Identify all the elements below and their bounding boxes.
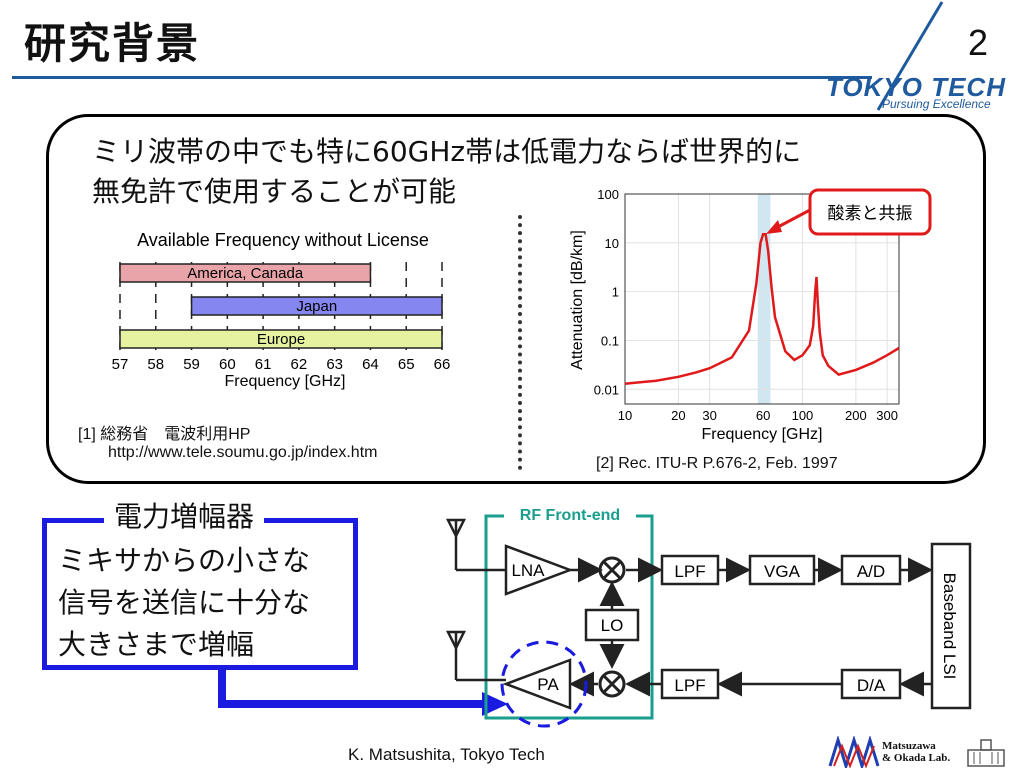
band-bar-1 [190, 296, 443, 316]
background-box [46, 114, 986, 484]
vga-label: VGA [764, 562, 801, 581]
x-axis-label: Frequency [GHz] [225, 373, 346, 390]
y-axis-label: Attenuation [dB/km] [569, 230, 586, 370]
tx-mixer-icon [598, 670, 626, 698]
oxygen-band-highlight [757, 194, 771, 404]
tx-antenna-icon [445, 630, 506, 682]
band-label-1: Japan [296, 298, 337, 315]
pointer-arrow [218, 668, 508, 716]
reference-1-url[interactable]: http://www.tele.soumu.go.jp/index.htm [108, 444, 378, 461]
rx-lpf-block [660, 554, 720, 586]
dotted-separator [518, 215, 522, 470]
frequency-allocation-chart: Available Frequency without License Amer… [112, 230, 451, 390]
power-amplifier-title: 電力増幅器 [104, 495, 265, 535]
x-tick-1: 58 [147, 356, 164, 373]
y-tick-3: 0.1 [601, 333, 619, 348]
attenuation-series-line [624, 232, 900, 385]
band-label-2: Europe [257, 331, 305, 348]
reference-2: [2] Rec. ITU-R P.676-2, Feb. 1997 [596, 455, 838, 472]
plot-frame [624, 193, 900, 405]
y-tick-0: 100 [597, 187, 619, 202]
rx-antenna-icon [445, 518, 506, 572]
tx-lpf-label: LPF [674, 676, 705, 695]
adc-label: A/D [857, 562, 885, 581]
lab-logo-icon [828, 736, 880, 768]
lna-label: LNA [511, 561, 545, 580]
amp-desc-line-3: 大きさまで増幅 [58, 628, 255, 661]
x-tick-8: 65 [398, 356, 415, 373]
page-number: 2 [968, 22, 989, 63]
attenuation-chart: 100 10 1 0.1 0.01 10 20 30 60 100 200 300 Attenuat… [569, 187, 932, 443]
intro-line-1: ミリ波帯の中でも特に60GHz帯は低電力ならば世界的に [92, 135, 802, 168]
x-tick-6: 300 [876, 408, 898, 423]
x-tick-2: 30 [702, 408, 716, 423]
pa-label: PA [537, 675, 559, 694]
intro-line-2: 無免許で使用することが可能 [92, 175, 457, 208]
logo-subtitle: Pursuing Excellence [882, 97, 991, 111]
dac-block [840, 668, 902, 700]
reference-1: [1] 総務省 電波利用HP [78, 426, 251, 443]
dac-label: D/A [857, 676, 886, 695]
pa-highlight-circle [500, 640, 588, 728]
x-tick-3: 60 [756, 408, 770, 423]
lo-label: LO [601, 616, 624, 635]
band-label-0: America, Canada [187, 265, 304, 282]
rx-mixer-icon [598, 556, 626, 584]
baseband-lsi-block [930, 542, 972, 710]
x-tick-6: 63 [326, 356, 343, 373]
logo-slash-icon [876, 1, 944, 111]
logo-text: TOKYO TECH [826, 72, 1006, 102]
lab-name-line-2: & Okada Lab. [882, 752, 951, 764]
x-axis-label: Frequency [GHz] [702, 426, 823, 443]
title-underline [12, 76, 872, 79]
x-tick-0: 57 [112, 356, 129, 373]
amp-desc-line-1: ミキサからの小さな [58, 544, 311, 577]
y-tick-4: 0.01 [594, 382, 619, 397]
annotation-label: 酸素と共振 [828, 204, 913, 224]
x-tick-7: 64 [362, 356, 379, 373]
x-tick-5: 62 [291, 356, 308, 373]
lna-amplifier [504, 544, 574, 596]
y-tick-1: 10 [605, 236, 619, 251]
baseband-lsi-label: Baseband LSI [940, 573, 959, 680]
power-amplifier-description: ミキサからの小さな 信号を送信に十分な 大きさまで増幅 [58, 540, 310, 666]
transceiver-block-diagram: RF Front-end LNA LO PA LPF VGA A/D Baseb… [445, 504, 972, 728]
x-tick-4: 61 [255, 356, 272, 373]
building-icon [967, 739, 1005, 767]
slide-title: 研究背景 [24, 19, 201, 68]
chart-title: Available Frequency without License [137, 230, 429, 250]
rx-lpf-label: LPF [674, 562, 705, 581]
lab-name-line-1: Matsuzawa [882, 740, 936, 752]
oxygen-annotation: 酸素と共振 [766, 188, 932, 236]
x-tick-2: 59 [183, 356, 200, 373]
x-tick-9: 66 [434, 356, 451, 373]
x-tick-1: 20 [671, 408, 685, 423]
rf-frontend-label: RF Front-end [520, 507, 620, 524]
x-tick-3: 60 [219, 356, 236, 373]
amp-desc-line-2: 信号を送信に十分な [58, 586, 311, 619]
y-tick-2: 1 [612, 285, 619, 300]
x-tick-5: 200 [845, 408, 867, 423]
x-tick-0: 10 [618, 408, 632, 423]
intro-text: ミリ波帯の中でも特に60GHz帯は低電力ならば世界的に 無免許で使用することが可… [92, 132, 801, 212]
band-bar-0 [119, 263, 372, 283]
band-bar-2 [119, 329, 443, 349]
footer-author: K. Matsushita, Tokyo Tech [348, 745, 545, 764]
x-tick-4: 100 [792, 408, 814, 423]
lab-name: Matsuzawa & Okada Lab. [882, 740, 950, 764]
